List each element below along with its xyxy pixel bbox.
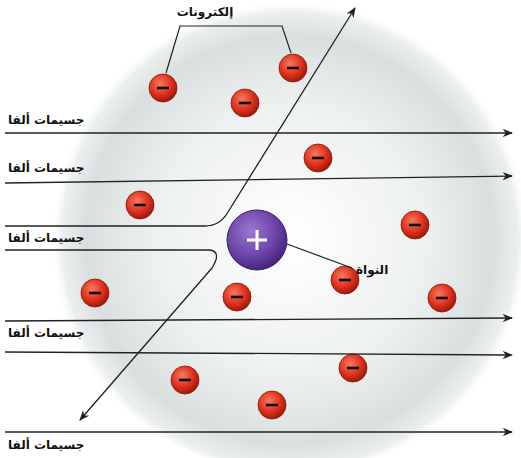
minus-sign xyxy=(231,296,243,299)
electron-circle xyxy=(223,283,251,311)
minus-sign xyxy=(157,87,169,90)
electron-circle xyxy=(149,74,177,102)
minus-sign xyxy=(312,157,324,160)
electron xyxy=(223,283,251,311)
electron-label: إلكترونات xyxy=(177,4,234,20)
leader-line xyxy=(166,26,291,73)
nucleus-circle xyxy=(227,210,287,270)
alpha-path xyxy=(5,352,512,355)
alpha-paths xyxy=(5,8,512,432)
minus-sign xyxy=(134,204,146,207)
minus-sign xyxy=(409,224,421,227)
electron-circle xyxy=(279,54,307,82)
nucleus-label: النواة xyxy=(356,262,388,278)
minus-sign xyxy=(347,367,359,370)
electron-circle xyxy=(126,191,154,219)
electron-group xyxy=(81,54,456,419)
alpha-path xyxy=(5,431,512,432)
minus-sign xyxy=(436,297,448,300)
electron xyxy=(149,74,177,102)
electron xyxy=(258,391,286,419)
electron-circle xyxy=(401,211,429,239)
electron xyxy=(231,89,259,117)
alpha-path xyxy=(5,318,512,321)
alpha-path xyxy=(5,132,512,133)
alpha-label: جسيمات ألفا xyxy=(8,325,84,341)
minus-sign xyxy=(266,404,278,407)
electron xyxy=(401,211,429,239)
electron xyxy=(304,144,332,172)
minus-sign xyxy=(287,67,299,70)
atom-cloud xyxy=(50,3,521,458)
alpha-path xyxy=(5,176,512,183)
minus-sign xyxy=(89,292,101,295)
alpha-path xyxy=(5,250,217,420)
alpha-label: جسيمات ألفا xyxy=(8,160,84,176)
electron-circle xyxy=(258,391,286,419)
minus-sign xyxy=(179,379,191,382)
electron-circle xyxy=(171,366,199,394)
electron xyxy=(126,191,154,219)
electron xyxy=(339,354,367,382)
plus-sign xyxy=(256,230,259,250)
electron-circle xyxy=(339,354,367,382)
electron-circle xyxy=(331,266,359,294)
electron xyxy=(428,284,456,312)
alpha-label: جسيمات ألفا xyxy=(8,112,84,128)
electron-circle xyxy=(428,284,456,312)
electron-circle xyxy=(304,144,332,172)
alpha-label: جسيمات ألفا xyxy=(8,230,84,246)
nucleus xyxy=(227,210,287,270)
leader-lines xyxy=(166,26,352,268)
electron xyxy=(81,279,109,307)
electron-circle xyxy=(231,89,259,117)
leader-line xyxy=(287,244,352,268)
electron xyxy=(331,266,359,294)
alpha-label: جسيمات ألفا xyxy=(8,437,84,453)
minus-sign xyxy=(339,279,351,282)
electron-circle xyxy=(81,279,109,307)
minus-sign xyxy=(239,102,251,105)
electron xyxy=(279,54,307,82)
electron xyxy=(171,366,199,394)
alpha-path xyxy=(5,8,355,226)
